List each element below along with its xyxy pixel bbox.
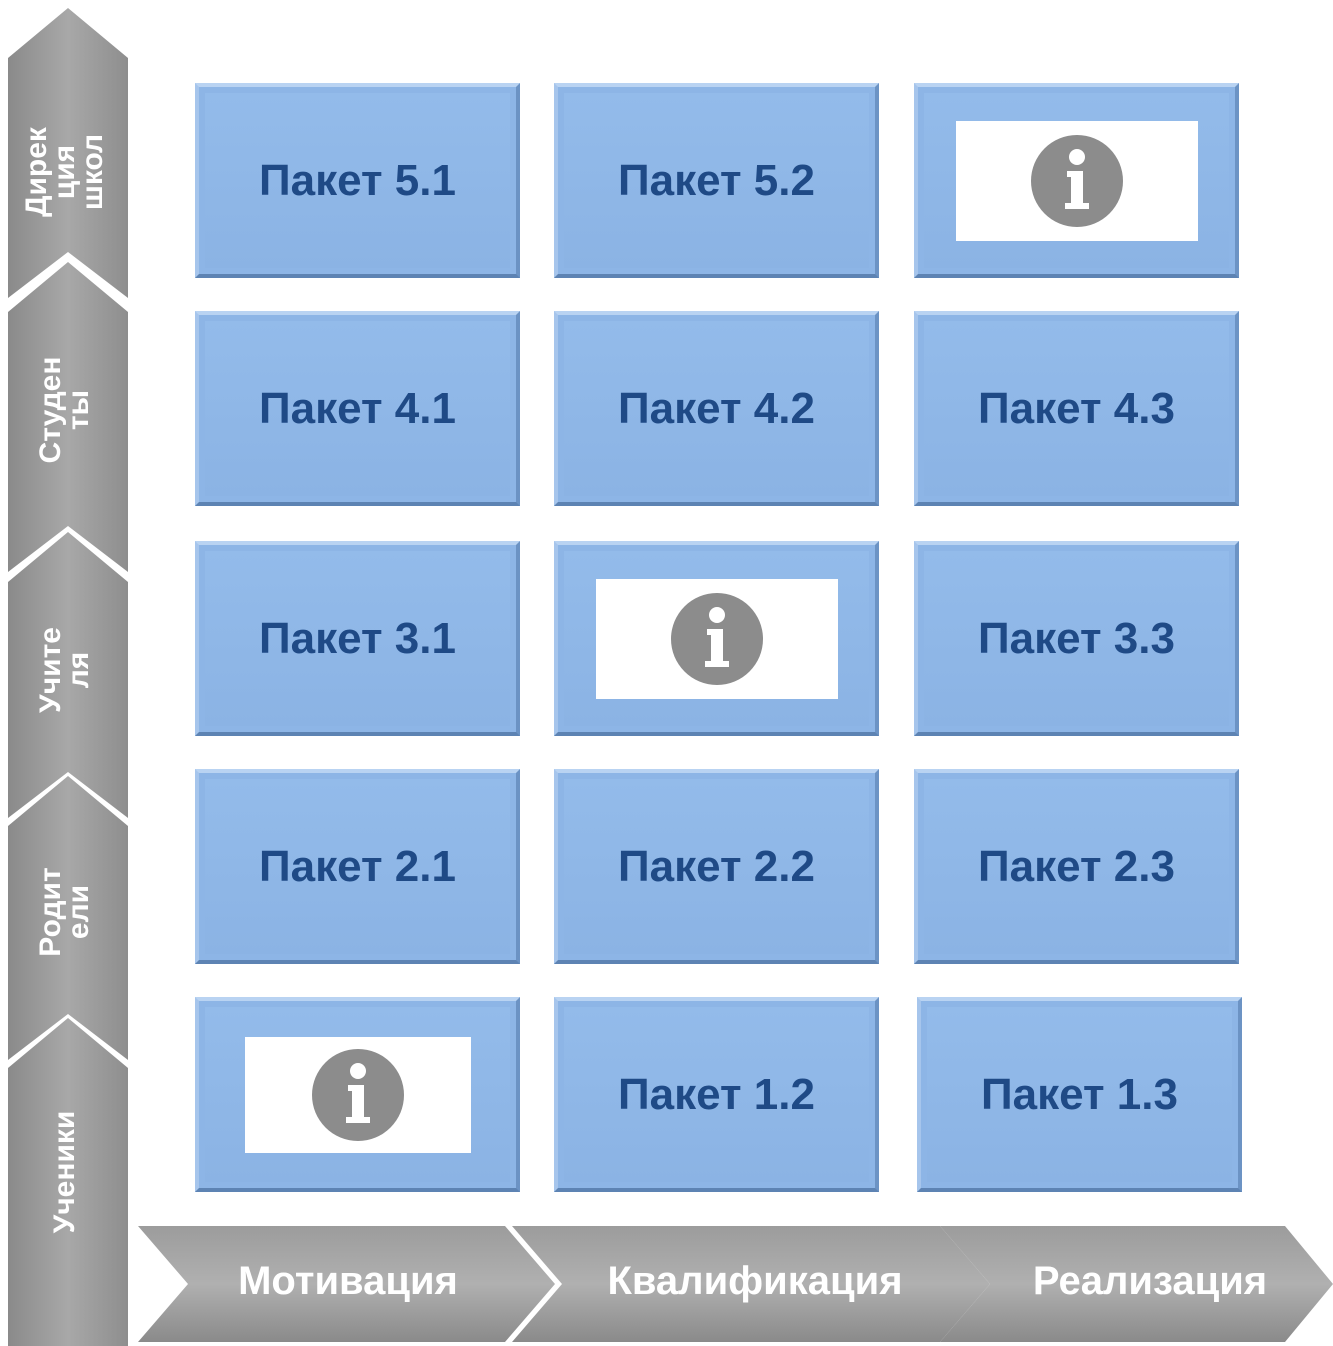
info-icon[interactable] [670, 592, 763, 685]
package-label: Пакет 2.2 [618, 841, 815, 891]
info-tile-row5-col3 [914, 83, 1239, 278]
package-tile-4-3: Пакет 4.3 [914, 311, 1239, 506]
info-tile-row3-col2 [554, 541, 879, 736]
package-tile-4-2: Пакет 4.2 [554, 311, 879, 506]
info-tile-row1-col1 [195, 997, 520, 1192]
column-label-realization: Реализация [1032, 1259, 1268, 1303]
package-label: Пакет 2.1 [259, 841, 456, 891]
package-tile-5-1: Пакет 5.1 [195, 83, 520, 278]
column-label-motivation: Мотивация [238, 1259, 458, 1303]
column-label-qualification: Квалификация [607, 1259, 903, 1303]
row-chevron-pupils [8, 1018, 128, 1346]
row-label-teachers: Учите ля [34, 627, 95, 713]
info-box [244, 1036, 471, 1153]
row-chevron-students [8, 262, 128, 572]
package-tile-2-3: Пакет 2.3 [914, 769, 1239, 964]
row-label-pupils: Ученики [48, 1110, 81, 1234]
package-label: Пакет 5.1 [259, 155, 456, 205]
package-tile-1-3: Пакет 1.3 [917, 997, 1242, 1192]
vertical-chevron-column [8, 8, 128, 1346]
row-chevron-directorate [8, 8, 128, 298]
package-label: Пакет 4.1 [259, 383, 456, 433]
package-label: Пакет 4.3 [978, 383, 1175, 433]
row-label-students: Студен ты [34, 356, 95, 464]
package-tile-1-2: Пакет 1.2 [554, 997, 879, 1192]
info-box [955, 120, 1198, 241]
row-chevron-teachers [8, 532, 128, 818]
row-label-directorate: Дирек ция школ [20, 127, 109, 217]
package-label: Пакет 5.2 [618, 155, 815, 205]
info-icon[interactable] [1030, 134, 1123, 227]
package-label: Пакет 1.3 [981, 1069, 1178, 1119]
info-icon[interactable] [311, 1048, 404, 1141]
package-tile-4-1: Пакет 4.1 [195, 311, 520, 506]
row-label-parents: Родит ели [34, 867, 95, 957]
package-tile-5-2: Пакет 5.2 [554, 83, 879, 278]
info-box [595, 578, 838, 699]
package-label: Пакет 3.1 [259, 613, 456, 663]
package-tile-2-1: Пакет 2.1 [195, 769, 520, 964]
package-tile-2-2: Пакет 2.2 [554, 769, 879, 964]
package-label: Пакет 2.3 [978, 841, 1175, 891]
row-chevron-parents [8, 776, 128, 1060]
package-tile-3-1: Пакет 3.1 [195, 541, 520, 736]
package-label: Пакет 3.3 [978, 613, 1175, 663]
package-label: Пакет 1.2 [618, 1069, 815, 1119]
package-tile-3-3: Пакет 3.3 [914, 541, 1239, 736]
package-label: Пакет 4.2 [618, 383, 815, 433]
